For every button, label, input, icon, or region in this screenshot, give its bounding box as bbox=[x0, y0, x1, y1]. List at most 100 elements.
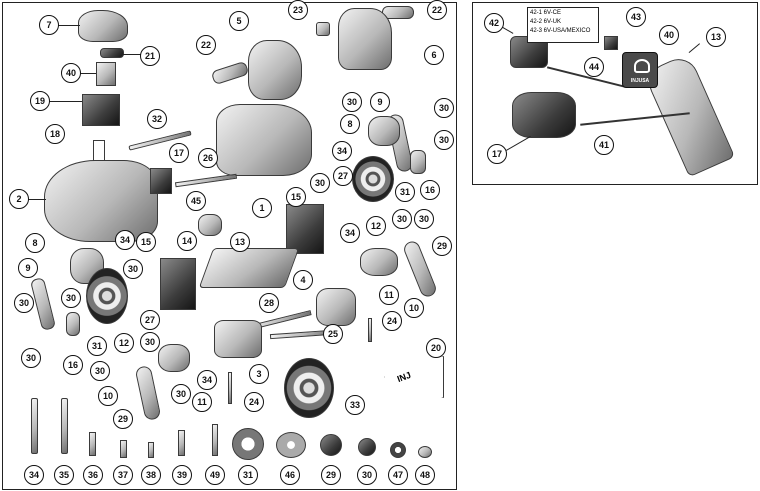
main-diagram-frame bbox=[2, 2, 457, 490]
callout-hw-49: 49 bbox=[205, 465, 225, 485]
callout-2: 2 bbox=[9, 189, 29, 209]
callout-24-b: 24 bbox=[244, 392, 264, 412]
callout-30-c: 30 bbox=[434, 130, 454, 150]
part-33-front-wheel bbox=[284, 358, 334, 418]
callout-16-a: 16 bbox=[420, 180, 440, 200]
callout-4: 4 bbox=[293, 270, 313, 290]
callout-hw-31: 31 bbox=[238, 465, 258, 485]
inset-part-40-battery: INJUSA bbox=[622, 52, 658, 88]
callout-hw-38: 38 bbox=[141, 465, 161, 485]
callout-30-h: 30 bbox=[14, 293, 34, 313]
callout-32: 32 bbox=[147, 109, 167, 129]
hw-47-star-nut bbox=[390, 442, 406, 458]
callout-24-a: 24 bbox=[382, 311, 402, 331]
leader-21 bbox=[122, 54, 142, 55]
callout-40: 40 bbox=[61, 63, 81, 83]
hw-34-long-bolt bbox=[31, 398, 38, 454]
part-2-rear-fender bbox=[44, 160, 158, 242]
inset-callout-42: 42 bbox=[484, 13, 504, 33]
callout-hw-34: 34 bbox=[24, 465, 44, 485]
part-30-cap bbox=[158, 344, 190, 372]
hw-30-cap bbox=[358, 438, 376, 456]
part-8-hub-right bbox=[368, 116, 400, 146]
inset-callout-43: 43 bbox=[626, 7, 646, 27]
callout-25: 25 bbox=[323, 324, 343, 344]
inset-part-43-connector bbox=[604, 36, 618, 50]
callout-hw-48: 48 bbox=[415, 465, 435, 485]
inset-callout-40: 40 bbox=[659, 25, 679, 45]
hw-48-nut bbox=[418, 446, 432, 458]
callout-8-a: 8 bbox=[340, 114, 360, 134]
callout-11-a: 11 bbox=[379, 285, 399, 305]
callout-5: 5 bbox=[229, 11, 249, 31]
inset-callout-44: 44 bbox=[584, 57, 604, 77]
callout-30-b: 30 bbox=[434, 98, 454, 118]
callout-hw-29: 29 bbox=[321, 465, 341, 485]
leader-7 bbox=[58, 25, 80, 26]
callout-15-a: 15 bbox=[286, 187, 306, 207]
charger-variant-usa: 42-3 6V-USA/MEXICO bbox=[530, 28, 591, 34]
callout-15-b: 15 bbox=[136, 232, 156, 252]
callout-30-a: 30 bbox=[342, 92, 362, 112]
callout-18: 18 bbox=[45, 124, 65, 144]
callout-14: 14 bbox=[177, 231, 197, 251]
part-13-floor-plate bbox=[198, 248, 300, 288]
callout-hw-36: 36 bbox=[83, 465, 103, 485]
inset-callout-41: 41 bbox=[594, 135, 614, 155]
callout-22-left: 22 bbox=[196, 35, 216, 55]
callout-12-b: 12 bbox=[114, 333, 134, 353]
callout-30-j: 30 bbox=[21, 348, 41, 368]
callout-9-a: 9 bbox=[370, 92, 390, 112]
leader-19 bbox=[49, 101, 82, 102]
part-16-bush-left bbox=[66, 312, 80, 336]
callout-11-b: 11 bbox=[192, 392, 212, 412]
part-12-wheel-right bbox=[352, 156, 394, 202]
part-11-mudguard bbox=[360, 248, 398, 276]
part-12-wheel-left bbox=[86, 268, 128, 324]
part-3-seat-base bbox=[214, 320, 262, 358]
part-21-key bbox=[100, 48, 124, 58]
part-15-gearbox-left bbox=[160, 258, 196, 310]
part-24-pin-lower bbox=[228, 372, 232, 404]
hw-46-washer bbox=[276, 432, 306, 458]
inset-callout-17: 17 bbox=[487, 144, 507, 164]
callout-1: 1 bbox=[252, 198, 272, 218]
callout-21: 21 bbox=[140, 46, 160, 66]
inset-callout-13: 13 bbox=[706, 27, 726, 47]
callout-hw-46: 46 bbox=[280, 465, 300, 485]
callout-3: 3 bbox=[249, 364, 269, 384]
callout-8-b: 8 bbox=[25, 233, 45, 253]
charger-variant-uk: 42-2 6V-UK bbox=[530, 19, 562, 25]
battery-badge-text: INJUSA bbox=[630, 78, 650, 84]
charger-variant-ce: 42-1 6V-CE bbox=[530, 10, 562, 16]
callout-29-a: 29 bbox=[432, 236, 452, 256]
callout-30-l: 30 bbox=[90, 361, 110, 381]
hw-39-screw bbox=[178, 430, 185, 456]
callout-27-b: 27 bbox=[140, 310, 160, 330]
callout-7: 7 bbox=[39, 15, 59, 35]
part-16-bush-right bbox=[410, 150, 426, 174]
callout-33: 33 bbox=[345, 395, 365, 415]
callout-27-a: 27 bbox=[333, 166, 353, 186]
callout-45: 45 bbox=[186, 191, 206, 211]
callout-6: 6 bbox=[424, 45, 444, 65]
part-24-pin-right bbox=[368, 318, 372, 342]
callout-hw-47: 47 bbox=[388, 465, 408, 485]
hw-37-screw bbox=[120, 440, 127, 458]
part-6-front-fork bbox=[338, 8, 392, 70]
callout-30-m: 30 bbox=[171, 384, 191, 404]
callout-9-b: 9 bbox=[18, 258, 38, 278]
injusa-logo-icon bbox=[634, 59, 650, 73]
callout-30-e: 30 bbox=[392, 209, 412, 229]
callout-30-k: 30 bbox=[140, 332, 160, 352]
callout-13-a: 13 bbox=[230, 232, 250, 252]
leader-2 bbox=[28, 199, 46, 200]
callout-34-c: 34 bbox=[115, 230, 135, 250]
part-4-footrest bbox=[316, 288, 356, 326]
hw-36-screw bbox=[89, 432, 96, 456]
hw-35-long-bolt bbox=[61, 398, 68, 454]
part-23-bolt bbox=[316, 22, 330, 36]
callout-10-a: 10 bbox=[404, 298, 424, 318]
hw-31-star-washer bbox=[232, 428, 264, 460]
callout-26: 26 bbox=[198, 148, 218, 168]
